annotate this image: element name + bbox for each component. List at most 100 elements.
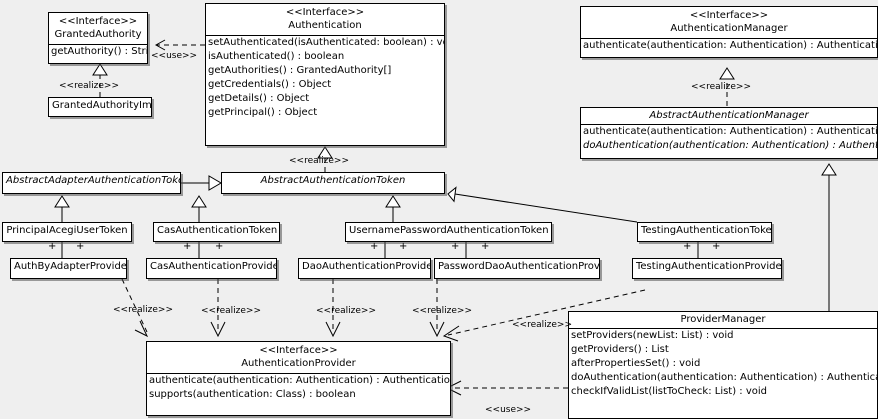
class-name: AuthenticationManager (670, 23, 788, 34)
class-member: getPrincipal() : Object (208, 107, 318, 118)
class-header-granted-authority-impl: GrantedAuthorityImpl (49, 98, 151, 114)
class-member: checkIfValidList(listToCheck: List) : vo… (571, 386, 768, 397)
edge-label-realize-auth-by-adapter: <<realize>> (113, 305, 173, 315)
edge-label-use-authentication-provider: <<use>> (485, 405, 532, 415)
class-member: supports(authentication: Class) : boolea… (149, 389, 356, 400)
class-name: PasswordDaoAuthenticationProvider (438, 261, 600, 272)
edge-label-realize-authentication-manager: <<realize>> (691, 82, 751, 92)
class-name: AbstractAuthenticationManager (649, 110, 809, 121)
class-separator (49, 44, 147, 45)
multiplicity-marker: + (183, 241, 192, 252)
class-name: AbstractAdapterAuthenticationToken (6, 175, 181, 186)
edge-label-realize-authentication: <<realize>> (289, 156, 349, 166)
class-header-granted-authority: <<Interface>> GrantedAuthority (49, 13, 147, 44)
multiplicity-marker: + (399, 241, 408, 252)
class-box-authentication-manager[interactable]: <<Interface>> AuthenticationManager auth… (580, 6, 878, 58)
class-member: authenticate(authentication: Authenticat… (149, 375, 451, 386)
class-member: getCredentials() : Object (208, 79, 332, 90)
class-member: doAuthentication(authentication: Authent… (583, 140, 878, 151)
class-name: GrantedAuthorityImpl (52, 100, 152, 111)
class-header-cas-authentication-provider: CasAuthenticationProvider (147, 259, 276, 275)
edge-abstractadapterauthenticationtoken-extends-abstractauthenticationtoken (181, 175, 222, 191)
class-header-testing-authentication-token: TestingAuthenticationToken (638, 223, 771, 239)
multiplicity-marker: + (76, 241, 85, 252)
class-members-abstract-authentication-manager: authenticate(authentication: Authenticat… (581, 125, 877, 153)
edge-providermanager-extends-abstractauthenticationmanager (821, 163, 837, 311)
multiplicity-marker: + (215, 241, 224, 252)
class-stereotype: <<Interface>> (259, 345, 338, 356)
class-member: afterPropertiesSet() : void (571, 358, 701, 369)
class-name: CasAuthenticationProvider (150, 261, 277, 272)
class-header-authentication: <<Interface>> Authentication (206, 4, 444, 35)
class-header-cas-authentication-token: CasAuthenticationToken (154, 223, 279, 239)
class-member: getAuthorities() : GrantedAuthority[] (208, 65, 392, 76)
class-member: isAuthenticated() : boolean (208, 51, 345, 62)
class-box-auth-by-adapter-provider[interactable]: AuthByAdapterProvider (10, 258, 127, 279)
class-name: Authentication (288, 20, 362, 31)
class-box-abstract-adapter-authentication-token[interactable]: AbstractAdapterAuthenticationToken (2, 172, 181, 194)
class-members-provider-manager: setProviders(newList: List) : void getPr… (569, 329, 877, 399)
multiplicity-marker: + (683, 241, 692, 252)
class-box-testing-authentication-provider[interactable]: TestingAuthenticationProvider (632, 258, 782, 279)
class-box-granted-authority-impl[interactable]: GrantedAuthorityImpl (48, 97, 152, 117)
class-box-principal-acegi-user-token[interactable]: PrincipalAcegiUserToken (2, 222, 132, 242)
class-box-authentication-provider[interactable]: <<Interface>> AuthenticationProvider aut… (146, 341, 451, 416)
class-box-authentication[interactable]: <<Interface>> Authentication setAuthenti… (205, 3, 445, 146)
class-name: PrincipalAcegiUserToken (6, 225, 128, 236)
multiplicity-marker: + (451, 241, 460, 252)
edge-label-realize-dao-provider: <<realize>> (316, 306, 376, 316)
class-name: AbstractAuthenticationToken (260, 175, 406, 186)
class-header-abstract-authentication-token: AbstractAuthenticationToken (222, 173, 444, 189)
class-member: setProviders(newList: List) : void (571, 330, 734, 341)
class-header-authentication-manager: <<Interface>> AuthenticationManager (581, 7, 877, 38)
class-name: AuthByAdapterProvider (14, 261, 127, 272)
class-box-username-password-authentication-token[interactable]: UsernamePasswordAuthenticationToken (345, 222, 552, 242)
class-header-abstract-adapter-authentication-token: AbstractAdapterAuthenticationToken (3, 173, 180, 189)
class-separator (206, 35, 444, 36)
class-separator (147, 373, 450, 374)
class-box-password-dao-authentication-provider[interactable]: PasswordDaoAuthenticationProvider (434, 258, 600, 279)
class-box-granted-authority[interactable]: <<Interface>> GrantedAuthority getAuthor… (48, 12, 148, 64)
class-name: TestingAuthenticationProvider (636, 261, 782, 272)
edge-casauthenticationtoken-extends-abstractauthenticationtoken (191, 195, 207, 222)
class-header-password-dao-authentication-provider: PasswordDaoAuthenticationProvider (435, 259, 599, 275)
class-member: getAuthority() : String (51, 46, 147, 57)
class-member: getProviders() : List (571, 344, 669, 355)
multiplicity-marker: + (48, 241, 57, 252)
class-box-dao-authentication-provider[interactable]: DaoAuthenticationProvider (298, 258, 431, 279)
class-members-authentication-manager: authenticate(authentication: Authenticat… (581, 39, 877, 53)
edge-testingauthenticationtoken-extends-abstractauthenticationtoken (447, 186, 638, 223)
class-box-provider-manager[interactable]: ProviderManager setProviders(newList: Li… (568, 311, 878, 419)
multiplicity-marker: + (370, 241, 379, 252)
class-box-cas-authentication-provider[interactable]: CasAuthenticationProvider (146, 258, 277, 279)
class-box-testing-authentication-token[interactable]: TestingAuthenticationToken (637, 222, 772, 242)
edge-providermanager-uses-authenticationprovider (445, 380, 568, 396)
class-member: authenticate(authentication: Authenticat… (583, 126, 878, 137)
class-stereotype: <<Interface>> (285, 7, 365, 18)
class-header-dao-authentication-provider: DaoAuthenticationProvider (299, 259, 430, 275)
edge-label-realize-testing-provider: <<realize>> (512, 320, 572, 330)
class-header-testing-authentication-provider: TestingAuthenticationProvider (633, 259, 781, 275)
class-header-username-password-authentication-token: UsernamePasswordAuthenticationToken (346, 223, 551, 239)
multiplicity-marker: + (481, 241, 490, 252)
multiplicity-marker: + (712, 241, 721, 252)
class-box-cas-authentication-token[interactable]: CasAuthenticationToken (153, 222, 280, 242)
class-name: TestingAuthenticationToken (641, 225, 772, 236)
edge-label-use-granted-authority: <<use>> (151, 51, 198, 61)
class-name: ProviderManager (680, 314, 766, 325)
class-separator (569, 328, 877, 329)
class-header-authentication-provider: <<Interface>> AuthenticationProvider (147, 342, 450, 373)
edge-label-realize-password-dao-provider: <<realize>> (412, 306, 472, 316)
class-name: DaoAuthenticationProvider (302, 261, 431, 272)
edge-principalacegiusertoken-extends-abstractadapterauthenticationtoken (54, 195, 70, 222)
class-box-abstract-authentication-manager[interactable]: AbstractAuthenticationManager authentica… (580, 107, 878, 159)
class-member: authenticate(authentication: Authenticat… (583, 40, 878, 51)
class-header-abstract-authentication-manager: AbstractAuthenticationManager (581, 108, 877, 124)
class-separator (581, 38, 877, 39)
edge-label-realize-cas-provider: <<realize>> (201, 306, 261, 316)
class-name: GrantedAuthority (54, 29, 142, 40)
class-header-provider-manager: ProviderManager (569, 312, 877, 328)
class-name: CasAuthenticationToken (157, 225, 278, 236)
class-box-abstract-authentication-token[interactable]: AbstractAuthenticationToken (221, 172, 445, 194)
